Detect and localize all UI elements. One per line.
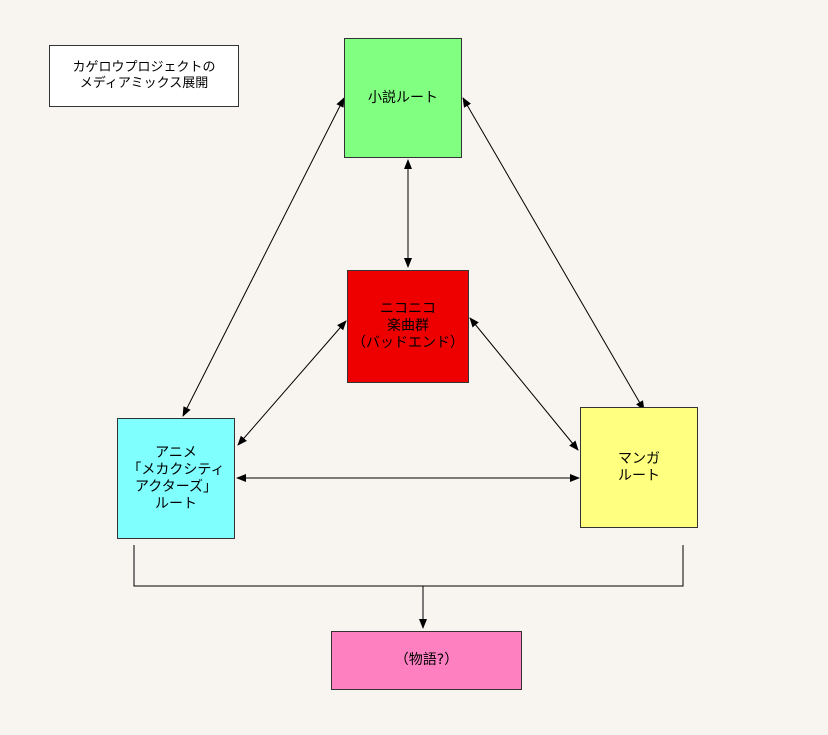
node-manga-route: マンガ ルート [580,407,698,528]
arrow-nico-anime [237,320,347,446]
bracket-anime-manga-to-story [133,545,684,587]
node-novel-route: 小説ルート [344,38,462,158]
arrow-novel-anime [182,97,345,417]
arrow-nico-manga [469,317,579,451]
node-anime-route: アニメ 「メカクシティ アクターズ」 ルート [117,418,235,539]
node-story: （物語?） [331,631,522,690]
node-nico-songs: ニコニコ 楽曲群 （バッドエンド） [347,270,469,383]
arrow-novel-manga [462,97,645,411]
diagram-title: カゲロウプロジェクトの メディアミックス展開 [49,45,239,107]
